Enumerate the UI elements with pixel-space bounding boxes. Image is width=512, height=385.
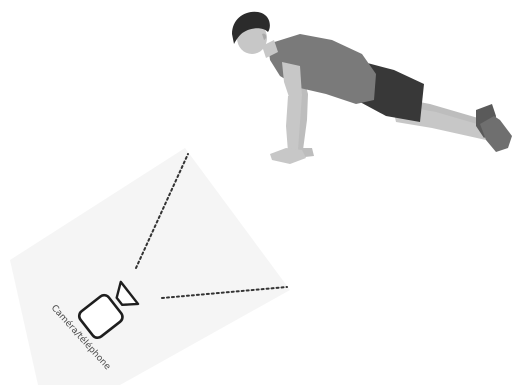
person-front-upper-arm [282, 62, 302, 100]
camera-floor-zone [10, 148, 290, 385]
person-front-shoe [480, 116, 512, 152]
person-pushup-illustration [232, 12, 512, 164]
person-front-hand [270, 148, 306, 164]
